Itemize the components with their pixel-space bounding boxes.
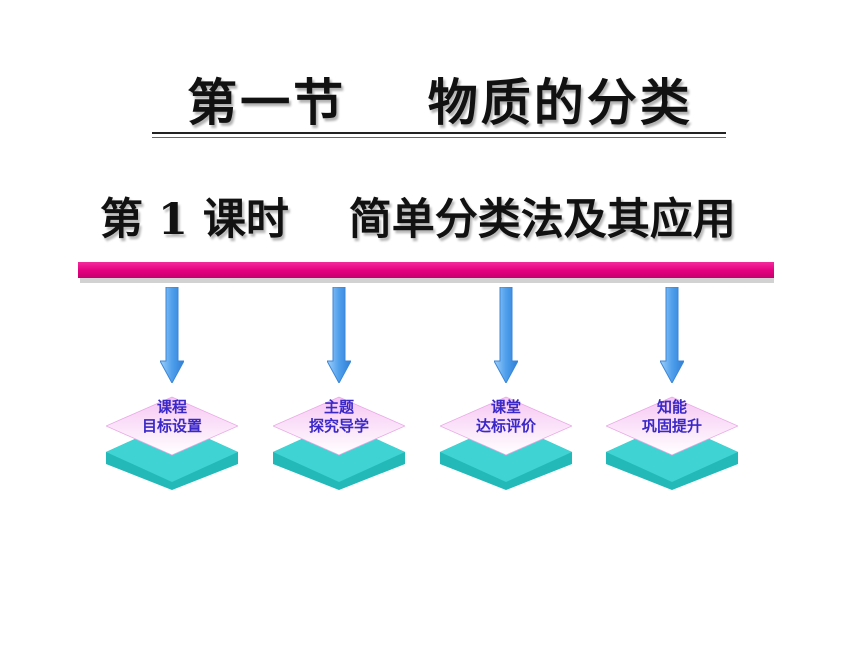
lesson-title-text: 第 1 课时 简单分类法及其应用: [100, 195, 736, 245]
divider-bar: [78, 262, 774, 278]
module-tile-inquiry[interactable]: 主题 探究导学: [273, 394, 405, 494]
module-label: 主题 探究导学: [279, 398, 399, 436]
section-title-text: 第一节 物质的分类: [187, 74, 693, 132]
module-label-line2: 巩固提升: [641, 417, 702, 435]
down-arrow-icon: [327, 287, 351, 383]
layered-tile-icon: [440, 396, 572, 490]
layered-tile-icon: [106, 396, 238, 490]
title-underline: [152, 132, 726, 134]
module-label-line1: 课堂: [490, 398, 521, 416]
layered-tile-icon: [606, 396, 738, 490]
module-label-line2: 达标评价: [475, 417, 536, 435]
module-label: 知能 巩固提升: [612, 398, 732, 436]
module-label-line1: 主题: [323, 398, 354, 416]
title-underline-thin: [152, 137, 726, 138]
module-tile-assessment[interactable]: 课堂 达标评价: [440, 394, 572, 494]
module-label-line1: 课程: [156, 398, 187, 416]
module-label: 课程 目标设置: [112, 398, 232, 436]
module-tile-goals[interactable]: 课程 目标设置: [106, 394, 238, 494]
module-label-line2: 探究导学: [308, 417, 369, 435]
layered-tile-icon: [273, 396, 405, 490]
down-arrow-icon: [494, 287, 518, 383]
divider-bar-shadow: [80, 278, 774, 283]
module-label: 课堂 达标评价: [446, 398, 566, 436]
down-arrow-icon: [660, 287, 684, 383]
module-label-line1: 知能: [656, 398, 687, 416]
module-tile-consolidation[interactable]: 知能 巩固提升: [606, 394, 738, 494]
module-label-line2: 目标设置: [141, 417, 202, 435]
section-title: 第一节 物质的分类: [150, 68, 730, 132]
down-arrow-icon: [160, 287, 184, 383]
lesson-title: 第 1 课时 简单分类法及其应用: [100, 188, 780, 245]
